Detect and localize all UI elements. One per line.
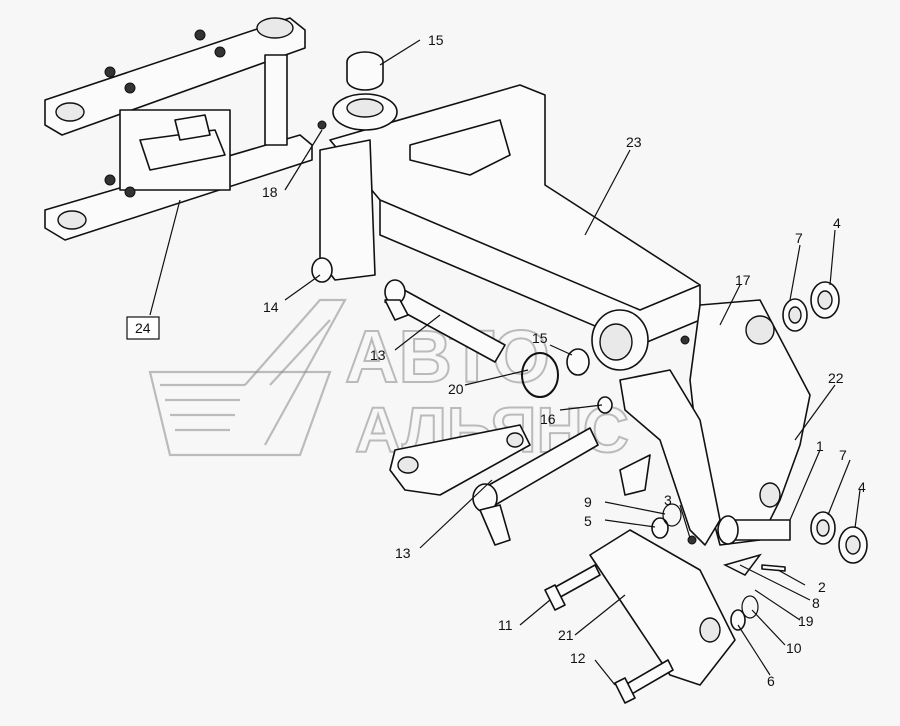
callout-5: 5 — [584, 513, 592, 529]
part-14-bushing — [311, 257, 333, 283]
callout-labels: 1 2 3 4 4 5 6 7 7 8 9 10 11 12 13 13 14 … — [126, 32, 866, 689]
part-link-lever — [389, 424, 531, 496]
part-18-fitting — [317, 120, 327, 130]
part-4-nut-upper — [810, 281, 840, 319]
part-5-washer — [651, 517, 669, 539]
callout-7-lower: 7 — [839, 447, 847, 463]
callout-4-lower: 4 — [858, 479, 866, 495]
callout-14: 14 — [263, 299, 279, 315]
part-1-bolt — [717, 515, 791, 545]
part-4-nut-lower — [838, 526, 868, 564]
part-23-main-beam — [319, 84, 701, 371]
callout-15-lower: 15 — [532, 330, 548, 346]
part-6-washer — [730, 609, 746, 631]
part-10-ring — [741, 595, 759, 619]
callout-11: 11 — [498, 617, 513, 633]
callout-2: 2 — [818, 579, 826, 595]
part-24-hitch-assembly — [44, 17, 313, 241]
part-15-bushing-upper — [346, 51, 384, 91]
part-13-pin-lower — [472, 427, 599, 546]
part-21-plate — [589, 529, 736, 686]
callout-24: 24 — [135, 320, 151, 336]
callout-8: 8 — [812, 595, 820, 611]
callout-6: 6 — [767, 673, 775, 689]
callout-21: 21 — [558, 627, 574, 643]
callout-17: 17 — [735, 272, 751, 288]
part-20-ring — [521, 352, 559, 398]
callout-13-upper: 13 — [370, 347, 386, 363]
watermark-logo — [148, 298, 347, 457]
callout-16: 16 — [540, 411, 556, 427]
part-13-pin-upper — [384, 279, 506, 363]
part-7-washer-upper — [782, 298, 808, 332]
callout-10: 10 — [786, 640, 802, 656]
part-9-ring — [662, 503, 682, 527]
part-15-bushing-lower — [566, 348, 590, 376]
callout-9: 9 — [584, 494, 592, 510]
part-middle-lever — [619, 369, 721, 546]
callout-23: 23 — [626, 134, 642, 150]
callout-22: 22 — [828, 370, 844, 386]
callout-18: 18 — [262, 184, 278, 200]
leader-lines — [149, 39, 861, 686]
part-17-fitting — [680, 335, 690, 345]
part-12-pin — [614, 659, 674, 704]
callout-20: 20 — [448, 381, 464, 397]
part-2-screw — [761, 564, 786, 572]
callout-24-box — [126, 316, 160, 340]
callout-19: 19 — [798, 613, 814, 629]
callout-15-upper: 15 — [428, 32, 444, 48]
part-8-clip — [722, 553, 762, 576]
part-7-washer-lower — [810, 511, 836, 545]
callout-4-upper: 4 — [833, 215, 841, 231]
callout-12: 12 — [570, 650, 586, 666]
callout-3: 3 — [664, 492, 672, 508]
callout-7-upper: 7 — [795, 230, 803, 246]
part-11-pin — [544, 564, 601, 611]
callout-1: 1 — [816, 438, 824, 454]
callout-13-lower: 13 — [395, 545, 411, 561]
